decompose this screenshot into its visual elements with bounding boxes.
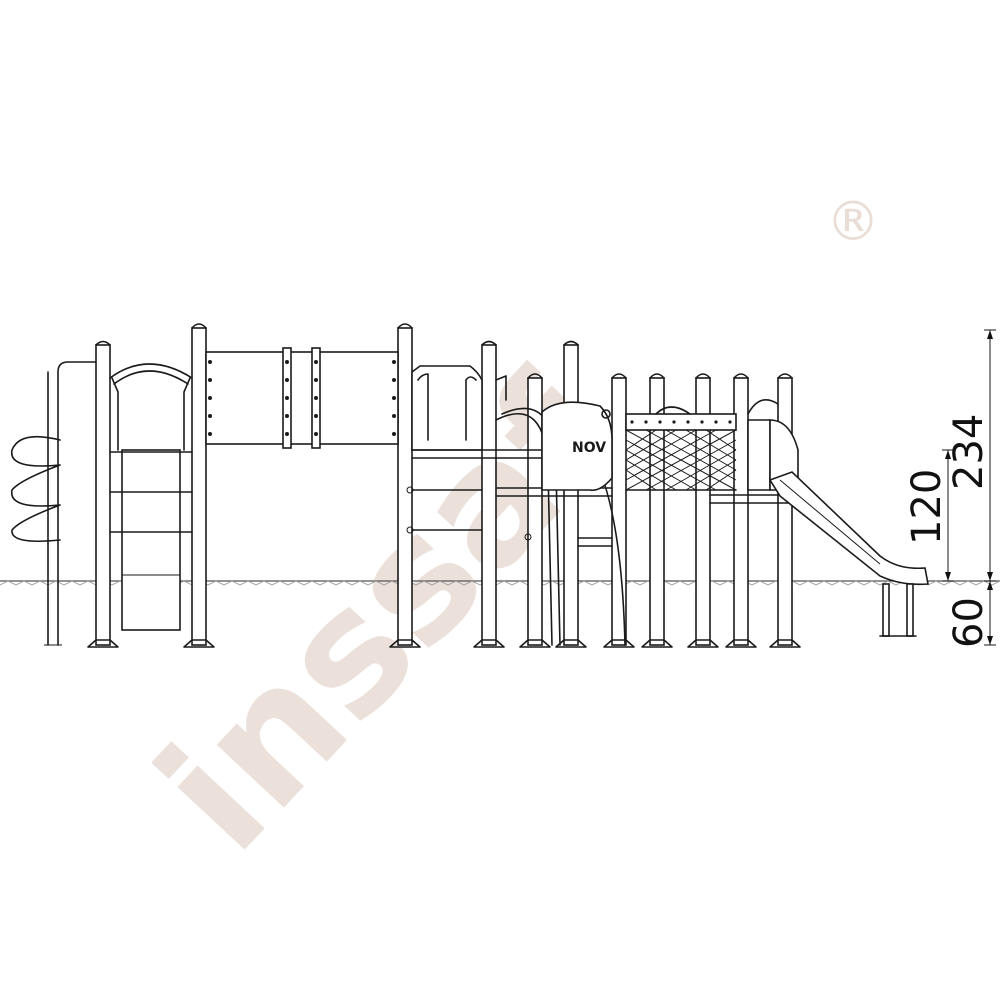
net-bridge [625,406,737,491]
base-plates [87,639,801,648]
registered-mark: ® [826,190,880,253]
dimension-markers: 234 120 60 [904,329,996,648]
brand-watermark: inssaf ® [121,190,880,887]
tunnel-bridge [205,347,399,449]
panel-label: NOV [572,440,606,456]
dimension-total-height: 234 [946,414,992,490]
right-tower-slide [709,398,929,637]
activity-panel: NOV [541,401,613,492]
middle-tower [406,365,507,534]
dimension-foundation-depth: 60 [946,597,992,648]
dimension-platform-height: 120 [904,469,950,545]
left-tower [109,363,193,631]
spiral-climber [11,361,101,646]
posts [95,323,793,646]
